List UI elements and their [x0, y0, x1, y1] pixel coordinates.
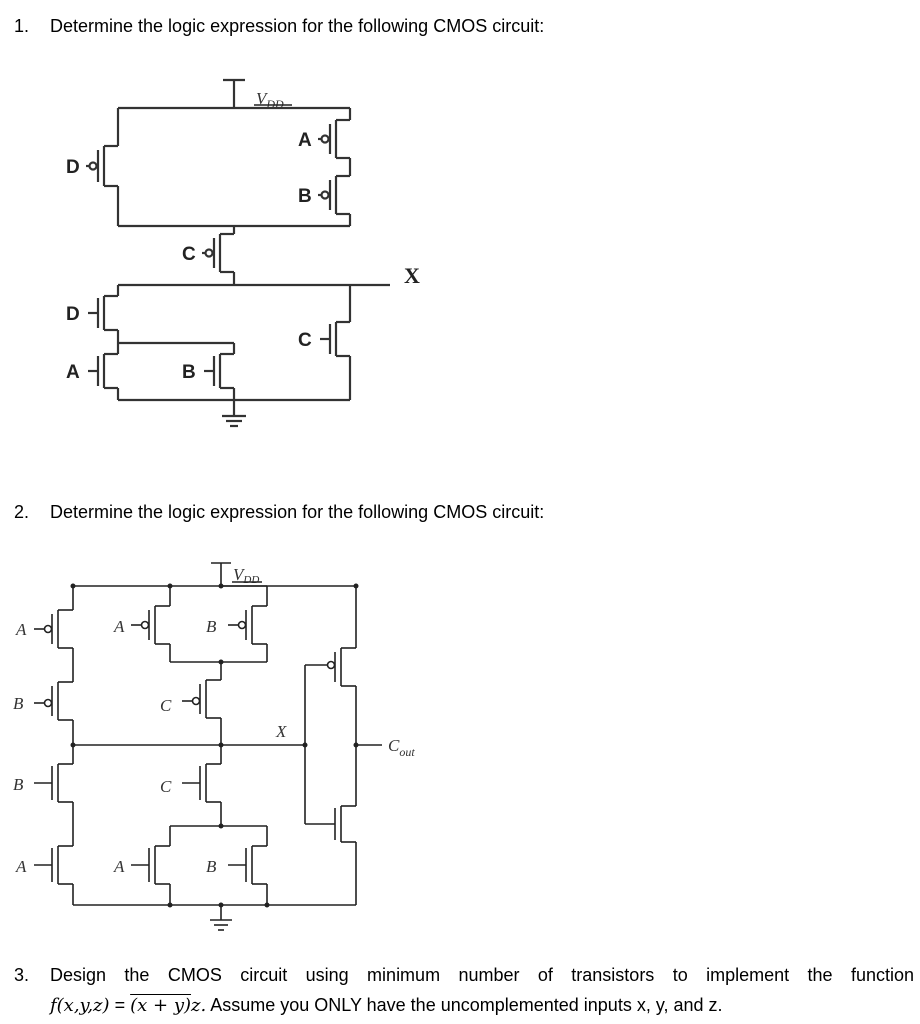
question-2: 2. Determine the logic expression for th…	[14, 502, 894, 528]
inverter-nmos	[334, 805, 357, 905]
question-1: 1. Determine the logic expression for th…	[14, 16, 894, 42]
label-nmos-c: C	[298, 330, 312, 351]
nmos-a2-transistor	[131, 826, 171, 905]
label-pmos-c: C	[182, 244, 196, 265]
question-2-text: Determine the logic expression for the f…	[50, 502, 545, 522]
label-pmos-a: A	[298, 130, 312, 151]
pmos-a1-transistor	[34, 586, 74, 672]
label-nmos-d: D	[66, 304, 80, 325]
function-tail: z.	[191, 995, 207, 1016]
pmos-b-transistor	[318, 170, 352, 226]
question-3-number: 3.	[14, 965, 30, 985]
output-cout-label: Cout	[388, 736, 415, 759]
question-3: 3. Design the CMOS circuit using minimum…	[14, 965, 914, 1021]
pmos-b1-transistor	[34, 672, 74, 745]
label-n-a2: A	[113, 857, 125, 876]
vdd-label-2: VDD	[233, 565, 259, 586]
question-1-number: 1.	[14, 16, 30, 36]
question-3-text: Design the CMOS circuit using minimum nu…	[50, 965, 914, 985]
label-pmos-b: B	[298, 186, 312, 207]
label-n-c: C	[160, 777, 172, 796]
question-3-assumption: Assume you ONLY have the uncomplemented …	[206, 995, 723, 1015]
label-n-b1: B	[13, 775, 24, 794]
label-p-a2: A	[113, 617, 125, 636]
label-n-b2: B	[206, 857, 217, 876]
pmos-c-transistor-2	[182, 662, 222, 745]
label-nmos-b: B	[182, 362, 196, 383]
nmos-c-transistor	[320, 285, 352, 400]
pmos-a-transistor	[318, 108, 352, 170]
nmos-b2-transistor	[228, 826, 268, 905]
function-complemented-term: (x + y)	[130, 995, 192, 1016]
function-equals: =	[114, 995, 126, 1015]
label-pmos-d: D	[66, 157, 80, 178]
nmos-b-transistor	[204, 343, 236, 400]
label-n-a1: A	[15, 857, 27, 876]
label-p-c: C	[160, 696, 172, 715]
nmos-b1-transistor	[34, 745, 74, 830]
pmos-b2-transistor	[221, 585, 268, 662]
question-3-line2: f(x,y,z) = (x + y)z. Assume you ONLY hav…	[50, 995, 723, 1016]
pmos-d-transistor	[86, 108, 120, 226]
ground-symbol-2	[210, 905, 232, 931]
label-p-b2: B	[206, 617, 217, 636]
output-x-label: X	[404, 263, 420, 288]
question-1-text: Determine the logic expression for the f…	[50, 16, 545, 36]
label-p-b1: B	[13, 694, 24, 713]
circuit-1-diagram: VDD D A B	[66, 78, 420, 428]
function-lhs: f(x,y,z)	[50, 995, 110, 1016]
vdd-symbol-1	[223, 78, 245, 108]
ground-symbol-1	[222, 400, 246, 428]
pmos-a2-transistor	[131, 586, 171, 662]
nmos-d-transistor	[88, 285, 120, 343]
label-p-a1: A	[15, 620, 27, 639]
pmos-c-transistor	[202, 226, 236, 285]
question-2-number: 2.	[14, 502, 30, 522]
label-nmos-a: A	[66, 362, 80, 383]
nmos-a-transistor	[88, 343, 120, 400]
vdd-symbol-2	[211, 562, 231, 586]
nmos-c-transistor-2	[182, 745, 222, 826]
inverter-pmos	[326, 586, 357, 806]
node-x-label: X	[275, 722, 287, 741]
nmos-a1-transistor	[34, 830, 74, 905]
